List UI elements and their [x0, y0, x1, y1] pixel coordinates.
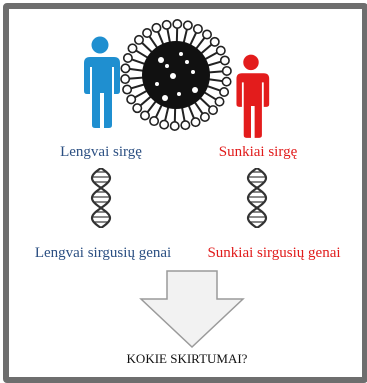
severe-patients-label: Sunkiai sirgę — [219, 143, 297, 161]
dna-icon — [88, 168, 114, 228]
person-mild — [84, 37, 120, 129]
down-arrow-icon — [139, 269, 245, 349]
dna-icon — [244, 168, 270, 228]
severe-genes-label: Sunkiai sirgusių genai — [207, 244, 340, 262]
mild-genes-label: Lengvai sirgusių genai — [35, 244, 171, 262]
person-severe — [236, 55, 269, 138]
coronavirus-icon — [117, 16, 235, 134]
person-icon — [231, 54, 271, 138]
question-label: KOKIE SKIRTUMAI? — [127, 350, 248, 368]
person-icon — [78, 36, 122, 128]
mild-patients-label: Lengvai sirgę — [60, 143, 142, 161]
